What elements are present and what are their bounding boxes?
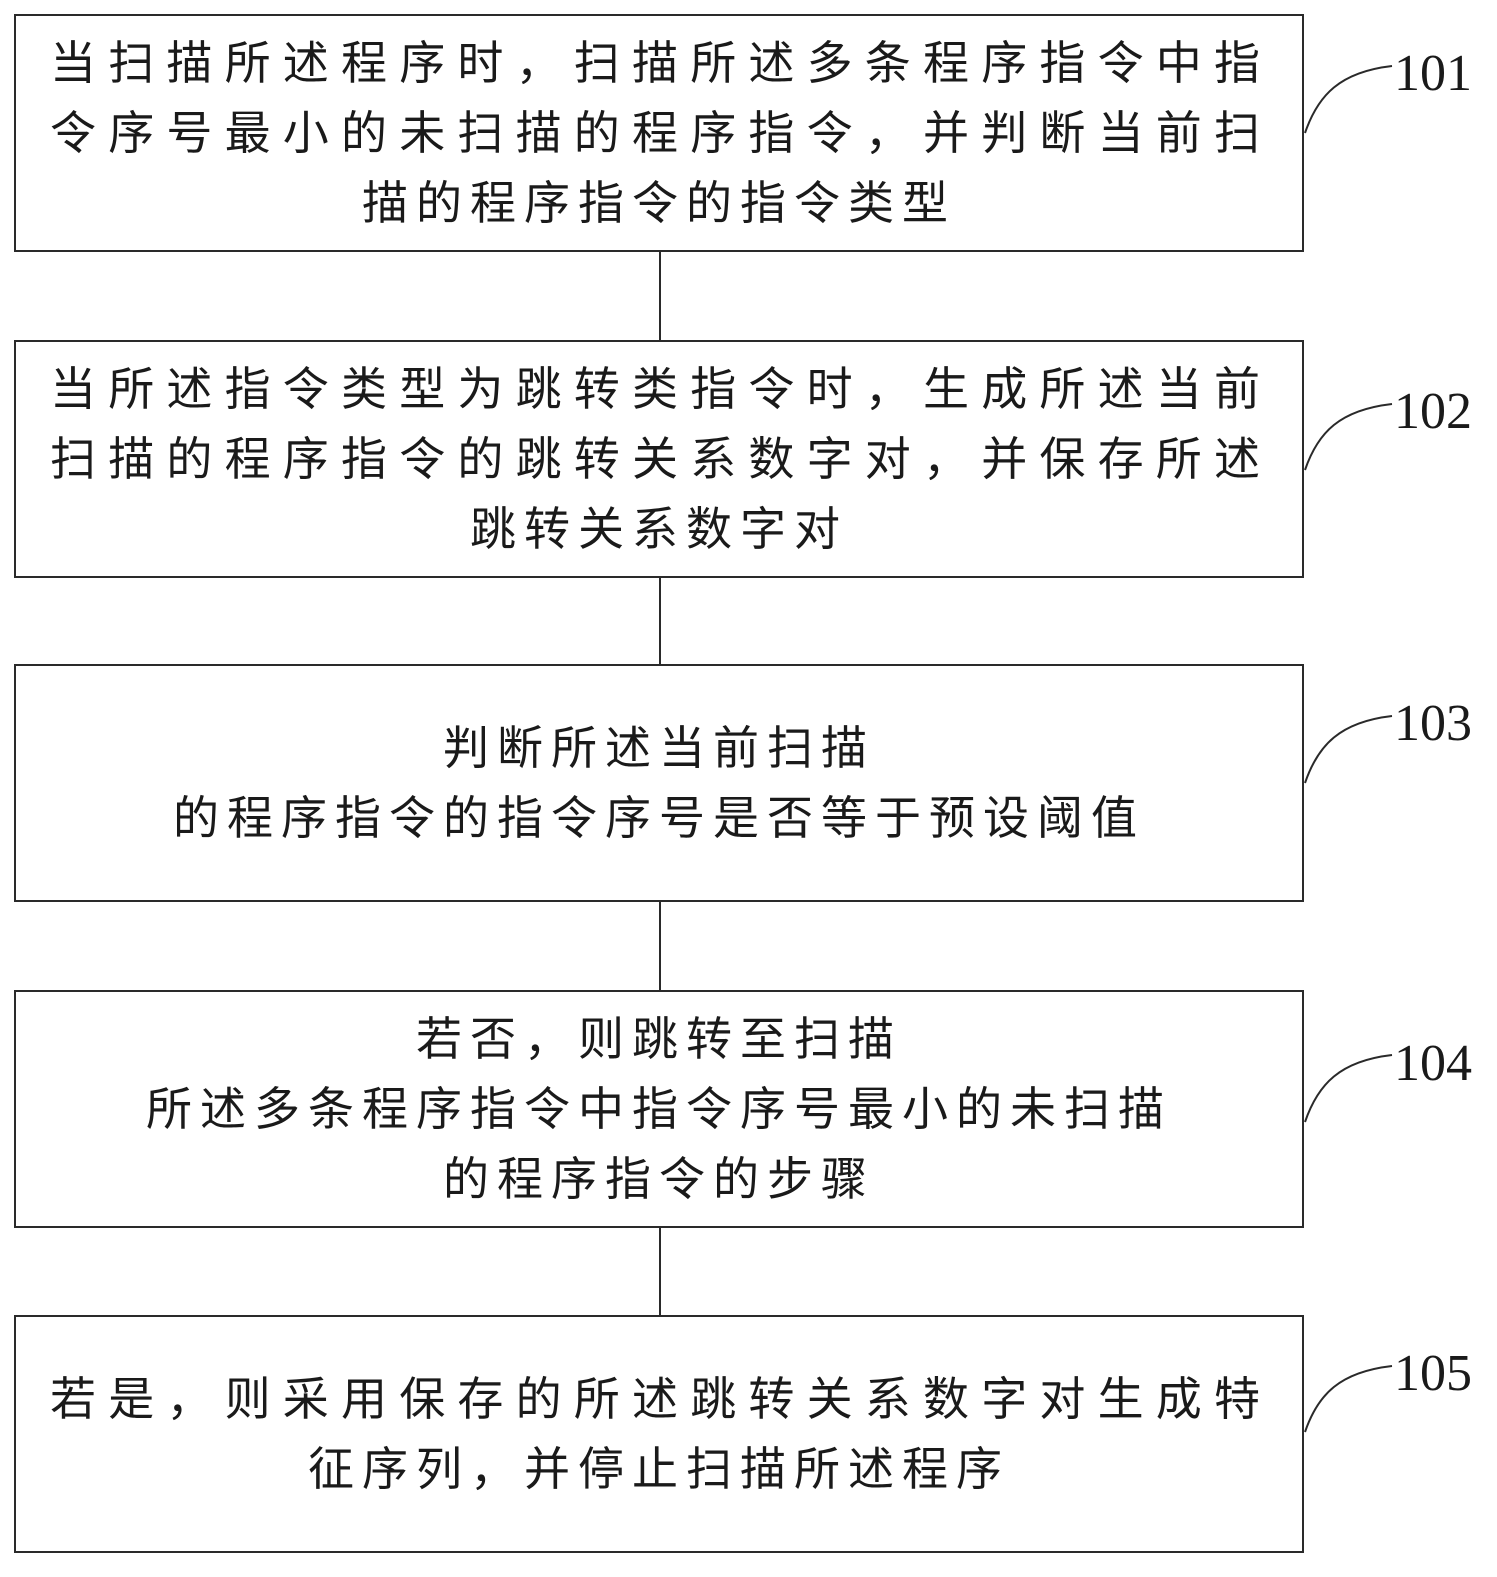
- leader-102: [1304, 403, 1393, 471]
- step-number-104: 104: [1394, 1035, 1472, 1092]
- step-number-103: 103: [1394, 695, 1472, 752]
- step-102-line-2: 扫描的程序指令的跳转关系数字对，并保存所述: [50, 432, 1268, 486]
- step-105-line-1: 若是，则采用保存的所述跳转关系数字对生成特: [50, 1372, 1268, 1426]
- step-103-line-1: 判断所述当前扫描: [443, 721, 875, 775]
- step-box-105: 若是，则采用保存的所述跳转关系数字对生成特 征序列，并停止扫描所述程序: [14, 1315, 1304, 1553]
- step-104-line-3: 的程序指令的步骤: [443, 1152, 875, 1206]
- step-box-103: 判断所述当前扫描 的程序指令的指令序号是否等于预设阈值: [14, 664, 1304, 902]
- connector-102-103: [659, 578, 661, 664]
- connector-101-102: [659, 252, 661, 340]
- step-box-102: 当所述指令类型为跳转类指令时，生成所述当前 扫描的程序指令的跳转关系数字对，并保…: [14, 340, 1304, 578]
- step-101-line-3: 描的程序指令的指令类型: [362, 176, 956, 230]
- step-104-line-2: 所述多条程序指令中指令序号最小的未扫描: [146, 1082, 1172, 1136]
- leader-105: [1304, 1365, 1393, 1433]
- step-104-line-1: 若否，则跳转至扫描: [416, 1012, 902, 1066]
- step-number-105: 105: [1394, 1345, 1472, 1402]
- step-103-line-2: 的程序指令的指令序号是否等于预设阈值: [173, 791, 1145, 845]
- leader-104: [1304, 1054, 1393, 1123]
- step-number-101: 101: [1394, 45, 1472, 102]
- step-box-101: 当扫描所述程序时，扫描所述多条程序指令中指 令序号最小的未扫描的程序指令，并判断…: [14, 14, 1304, 252]
- step-102-line-1: 当所述指令类型为跳转类指令时，生成所述当前: [50, 362, 1268, 416]
- step-102-line-3: 跳转关系数字对: [470, 502, 848, 556]
- connector-103-104: [659, 902, 661, 990]
- connector-104-105: [659, 1228, 661, 1315]
- step-number-102: 102: [1394, 383, 1472, 440]
- leader-103: [1304, 715, 1393, 784]
- step-101-line-2: 令序号最小的未扫描的程序指令，并判断当前扫: [50, 106, 1268, 160]
- step-101-line-1: 当扫描所述程序时，扫描所述多条程序指令中指: [50, 36, 1268, 90]
- leader-101: [1304, 65, 1393, 134]
- step-box-104: 若否，则跳转至扫描 所述多条程序指令中指令序号最小的未扫描 的程序指令的步骤: [14, 990, 1304, 1228]
- step-105-line-2: 征序列，并停止扫描所述程序: [308, 1442, 1010, 1496]
